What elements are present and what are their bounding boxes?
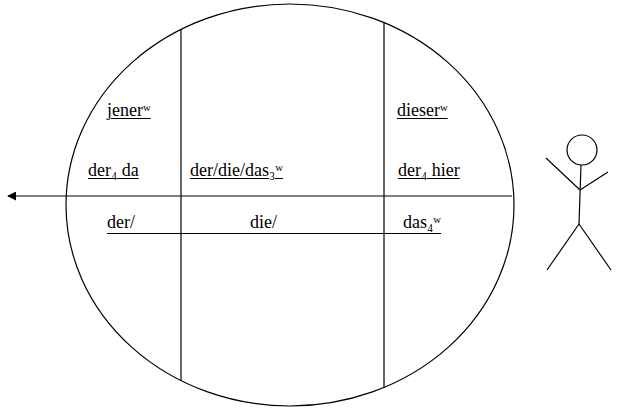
region-outline xyxy=(65,3,515,407)
demonstrative-label: jenerʷ xyxy=(107,100,151,120)
direction-arrow xyxy=(8,195,512,196)
region-circle: jenerʷ dieserʷ der₄ da der/die/das₃ʷ der₄ hi… xyxy=(65,3,515,407)
figure-head xyxy=(567,135,597,165)
demonstrative-label: der/die/das₃ʷ xyxy=(190,160,283,180)
demonstrative-label: dieserʷ xyxy=(397,100,448,120)
stick-figure xyxy=(546,135,611,270)
figure-arm xyxy=(546,158,580,190)
demonstrative-label: der₄ hier xyxy=(398,160,460,180)
figure-torso xyxy=(579,165,581,224)
demonstrative-label: der₄ da xyxy=(88,160,139,180)
figure-arm xyxy=(580,172,608,190)
figure-leg xyxy=(547,224,579,270)
row-underline xyxy=(107,233,441,234)
demonstrative-label: der/ xyxy=(107,212,135,232)
demonstrative-label: die/ xyxy=(250,212,277,232)
region-divider xyxy=(383,23,384,388)
region-divider xyxy=(180,29,181,380)
figure-leg xyxy=(579,224,611,270)
circle-outline xyxy=(66,4,514,406)
demonstrative-label: das₄ʷ xyxy=(403,212,441,232)
